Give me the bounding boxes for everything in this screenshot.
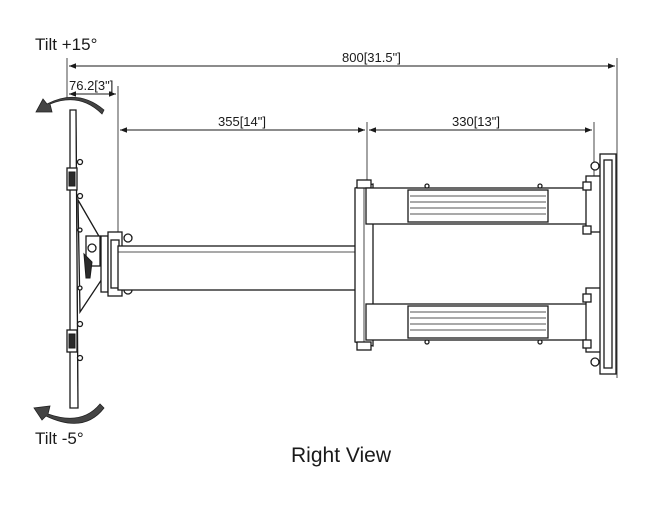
double-arm-assembly — [354, 179, 595, 351]
tilt-up-arrow-icon — [35, 96, 105, 115]
dimension-arm-outer: 330[13"] — [369, 114, 595, 182]
dimension-plate-offset: 76.2[3"] — [69, 78, 119, 236]
tilt-up-label: Tilt +15° — [35, 35, 97, 54]
dimension-arm-inner: 355[14"] — [120, 114, 368, 182]
dimension-arm-outer-text: 330[13"] — [452, 114, 500, 129]
tv-plate — [66, 109, 105, 409]
tilt-down-arrow-icon — [33, 403, 105, 424]
tilt-down-label: Tilt -5° — [35, 429, 84, 448]
view-caption: Right View — [291, 444, 392, 467]
wall-bracket — [582, 153, 617, 375]
dimension-overall-text: 800[31.5"] — [342, 50, 401, 65]
dimension-arm-inner-text: 355[14"] — [218, 114, 266, 129]
dimension-overall: 800[31.5"] — [66, 50, 618, 378]
dimension-plate-offset-text: 76.2[3"] — [69, 78, 113, 93]
main-arm — [117, 245, 367, 291]
